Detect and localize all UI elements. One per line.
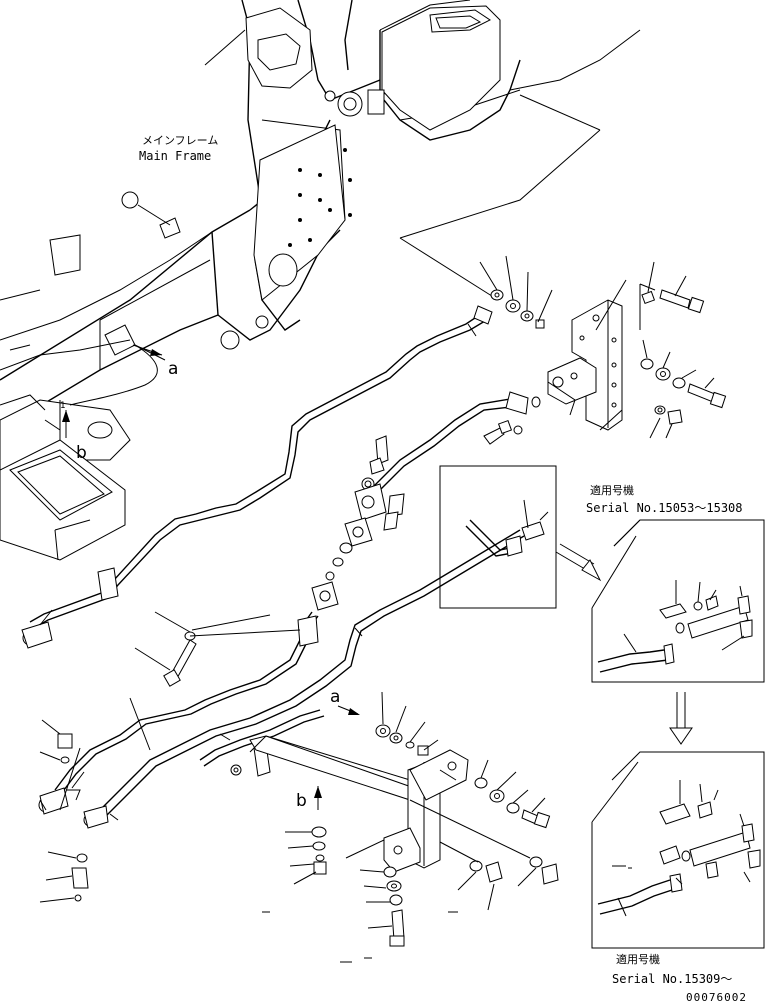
inset2-serial: Serial No.15309～ xyxy=(612,972,732,986)
pipe-assembly xyxy=(21,305,541,829)
marker-a-arrowhead xyxy=(150,349,162,356)
main-frame-drawing xyxy=(0,0,641,561)
marker-b-label-upper: b xyxy=(76,443,87,463)
inset2-heading: 適用号機 xyxy=(616,952,660,966)
left-fastener-stack xyxy=(39,719,89,903)
marker-b-arrowhead-lower xyxy=(314,786,322,798)
inset1-serial: Serial No.15053～15308 xyxy=(586,501,743,515)
inset1-drawing xyxy=(591,519,765,683)
main-frame-jp-label: メインフレーム xyxy=(142,134,218,147)
lower-bracket-assembly xyxy=(249,735,469,873)
valve-bracket-assembly xyxy=(399,129,727,439)
marker-a-label-lower: a xyxy=(330,687,340,707)
drawing-number: 00076002 xyxy=(686,991,747,1004)
inset-flow-arrow xyxy=(669,692,693,745)
lower-fastener-stack xyxy=(262,691,559,963)
inset1-heading: 適用号機 xyxy=(590,483,634,497)
detail-callout-box xyxy=(439,465,602,609)
marker-a-arrowhead-lower xyxy=(348,708,360,715)
marker-1-label: 1 xyxy=(60,401,65,411)
marker-b-label-lower: b xyxy=(296,791,307,811)
main-frame-en-label: Main Frame xyxy=(139,149,211,163)
bolt-left-middle xyxy=(134,611,301,687)
marker-b-arrowhead-upper xyxy=(62,410,70,422)
marker-a-label-upper: a xyxy=(168,359,178,379)
inset2-drawing xyxy=(591,751,765,949)
